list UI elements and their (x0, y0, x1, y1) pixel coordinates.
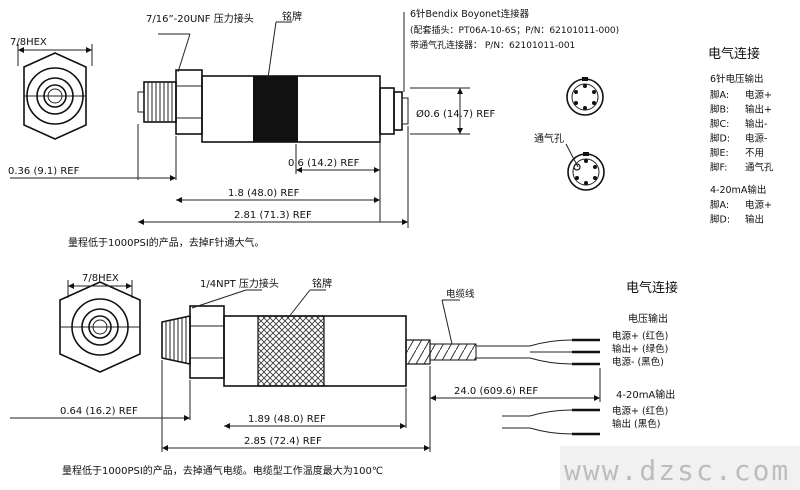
top-vented-connector: 带通气孔连接器： P/N：62101011-001 (410, 39, 575, 51)
top-voltage-pin-function: 电源+ (745, 89, 772, 101)
top-current-pin-function: 电源+ (745, 199, 772, 211)
bottom-current-wire-label: 电源+ (红色) (612, 405, 668, 417)
top-voltage-pin-function: 电源- (745, 133, 767, 145)
top-thread-label: 7/16”-20UNF 压力接头 (146, 12, 254, 25)
bottom-dim-24: 24.0 (609.6) REF (454, 386, 538, 397)
bottom-dim-285: 2.85 (72.4) REF (244, 436, 322, 447)
top-voltage-pin-id: 脚D: (710, 134, 730, 145)
bottom-nameplate (257, 315, 325, 387)
top-hex-label: 7/8HEX (10, 37, 47, 48)
bottom-current-title: 4-20mA输出 (616, 388, 675, 401)
top-elec-title: 电气连接 (708, 46, 760, 62)
bottom-sensor-body (161, 305, 530, 387)
watermark: www.dzsc.com (564, 454, 790, 487)
bottom-nameplate-label: 铭牌 (312, 277, 332, 290)
top-dim-036: 0.36 (9.1) REF (8, 166, 80, 177)
top-dim-281: 2.81 (71.3) REF (234, 210, 312, 221)
bottom-wires-current (502, 408, 600, 436)
bottom-voltage-wire-label: 电源- (黑色) (612, 356, 664, 368)
top-voltage-pin-id: 脚F: (710, 163, 727, 174)
bottom-wires-voltage (529, 338, 600, 366)
bottom-voltage-list: 电源+ (红色)输出+ (绿色)电源- (黑色) (612, 330, 668, 368)
bottom-hex-view (59, 280, 141, 373)
top-connector-pin-view-a (566, 77, 604, 116)
bottom-current-list: 电源+ (红色)输出 (黑色) (612, 405, 668, 430)
top-vent-hole-label: 通气孔 (534, 132, 564, 145)
top-voltage-pin-id: 脚C: (710, 119, 729, 130)
top-voltage-pin-function: 输出+ (745, 104, 772, 116)
bottom-voltage-wire-label: 输出+ (绿色) (612, 343, 668, 355)
top-voltage-pin-id: 脚E: (710, 148, 729, 159)
top-voltage-title: 6针电压输出 (710, 73, 764, 85)
bottom-elec-title: 电气连接 (626, 280, 678, 296)
top-mating-plug: (配套插头：PT06A-10-6S；P/N：62101011-000) (410, 24, 619, 36)
top-current-pin-id: 脚D: (710, 215, 730, 226)
bottom-current-wire-label: 输出 (黑色) (612, 418, 660, 430)
bottom-voltage-title: 电压输出 (628, 312, 668, 325)
top-note: 量程低于1000PSI的产品，去掉F针通大气。 (68, 236, 265, 249)
bottom-thread-label: 1/4NPT 压力接头 (200, 277, 279, 290)
top-current-title: 4-20mA输出 (710, 184, 766, 196)
top-nameplate (253, 76, 298, 142)
top-nameplate-label: 铭牌 (282, 10, 302, 23)
top-connector-title: 6针Bendix Boyonet连接器 (410, 8, 530, 20)
top-voltage-pin-function: 不用 (745, 148, 764, 159)
top-dim-18: 1.8 (48.0) REF (228, 188, 300, 199)
top-connector-pin-view-b (567, 152, 605, 191)
top-current-pin-list: 脚A: 电源+ 脚D: 输出 (710, 199, 772, 226)
bottom-dim-189: 1.89 (48.0) REF (248, 414, 326, 425)
bottom-hex-label: 7/8HEX (82, 273, 119, 284)
top-voltage-pin-function: 输出- (745, 118, 767, 130)
top-voltage-pin-function: 通气孔 (745, 162, 774, 174)
bottom-voltage-wire-label: 电源+ (红色) (612, 330, 668, 342)
top-current-pin-id: 脚A: (710, 200, 729, 211)
top-voltage-pin-id: 脚B: (710, 105, 729, 116)
bottom-dim-064: 0.64 (16.2) REF (60, 406, 138, 417)
top-diameter-label: Ø0.6 (14.7) REF (416, 108, 495, 120)
bottom-cable-label: 电缆线 (446, 288, 475, 300)
top-current-pin-function: 输出 (745, 214, 764, 226)
bottom-note: 量程低于1000PSI的产品，去掉通气电缆。电缆型工作温度最大为100℃ (62, 464, 383, 477)
top-dim-06: 0.6 (14.2) REF (288, 158, 360, 169)
top-sensor-body (137, 69, 409, 143)
top-hex-view (17, 44, 93, 140)
top-voltage-pin-id: 脚A: (710, 90, 729, 101)
